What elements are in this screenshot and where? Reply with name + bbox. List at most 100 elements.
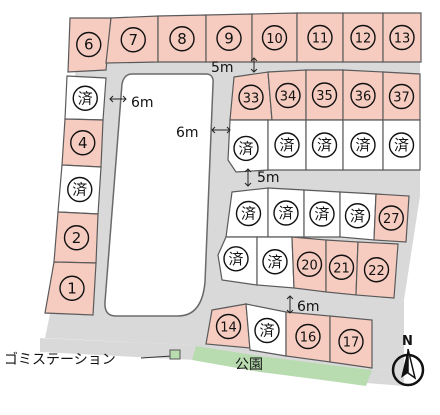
middle-road-arrow-icon [211, 126, 231, 134]
lot-number-circle [363, 257, 390, 283]
lot-label: 21 [333, 261, 350, 276]
lot-r1-34: 34 [267, 69, 307, 121]
lot-label: 11 [312, 32, 329, 47]
lot-number-circle [215, 313, 242, 340]
lot-number-circle [350, 132, 376, 158]
lot-parcel [217, 236, 258, 286]
lot-label: 27 [383, 212, 400, 227]
bottom-road-arrow-icon [286, 295, 294, 314]
lot-number-circle [388, 132, 415, 158]
lot-label: 済 [72, 181, 87, 199]
lot-r3-27: 27 [373, 193, 410, 243]
lot-left-4: 4 [61, 118, 104, 168]
lot-number-circle [76, 31, 102, 58]
lot-label: 34 [280, 90, 297, 105]
lot-left-a: 済 [64, 75, 107, 121]
lot-top-10: 10 [251, 12, 298, 63]
lot-label: 済 [238, 139, 253, 157]
lot-number-circle [296, 251, 323, 277]
lot-number-circle [169, 26, 195, 52]
lot-number-circle [344, 203, 371, 229]
bottom-road-width-label: 6m [297, 299, 320, 315]
lot-number-circle [262, 249, 288, 275]
lot-r4-22: 22 [355, 241, 399, 299]
lot-label: 済 [259, 322, 274, 340]
lot-label: 36 [355, 90, 372, 105]
lot-label: 12 [355, 32, 372, 47]
lot-number-circle [223, 246, 249, 272]
lot-label: 7 [128, 31, 138, 49]
lot-r4-20: 20 [291, 236, 327, 293]
lot-r3-b: 済 [267, 187, 305, 238]
north-arrow-icon [391, 348, 425, 387]
lot-r3-c: 済 [303, 189, 341, 238]
lot-r2-b: 済 [267, 119, 307, 171]
lot-number-circle [67, 176, 93, 203]
lot-label: 済 [278, 204, 293, 222]
lot-number-circle [378, 205, 404, 231]
lot-parcel [329, 315, 373, 369]
lot-number-circle [120, 27, 146, 53]
lot-b-a: 済 [245, 303, 287, 357]
lot-number-circle [309, 201, 335, 227]
garbage-station-label: ゴミステーション [4, 351, 116, 368]
lot-label: 37 [393, 91, 410, 106]
lot-label: 済 [228, 250, 243, 268]
lot-number-circle [63, 225, 90, 251]
lot-number-circle [295, 323, 321, 350]
park-area [192, 346, 372, 386]
lot-label: 4 [78, 134, 88, 152]
center-road-arrow-icon [244, 168, 252, 187]
lot-number-circle [350, 82, 376, 109]
lot-top-6: 6 [67, 17, 112, 73]
lot-top-13: 13 [382, 12, 422, 63]
lot-b-16: 16 [285, 311, 331, 363]
lot-label: 済 [314, 205, 329, 223]
lot-parcel [67, 17, 112, 73]
lot-label: 2 [72, 229, 82, 247]
lot-parcel [373, 193, 410, 243]
lot-label: 14 [220, 321, 237, 336]
lot-label: 済 [241, 205, 256, 223]
compass: N [391, 334, 425, 387]
lot-left-b: 済 [57, 164, 102, 215]
lot-number-circle [275, 82, 301, 109]
lot-label: 済 [279, 136, 294, 154]
lot-top-8: 8 [157, 14, 207, 63]
lot-b-17: 17 [329, 315, 373, 369]
lot-label: 8 [177, 30, 187, 48]
lot-top-11: 11 [296, 12, 344, 63]
lot-label: 済 [267, 253, 282, 271]
lot-r2-a: 済 [227, 119, 269, 173]
lot-number-circle [338, 328, 364, 355]
lot-label: 9 [224, 29, 234, 47]
lot-number-circle [216, 25, 242, 51]
lot-label: 35 [316, 89, 333, 104]
lot-number-circle [328, 254, 355, 280]
lot-number-circle [274, 132, 300, 158]
lot-r2-d: 済 [342, 119, 384, 171]
lot-number-circle [233, 135, 259, 162]
central-open-block [104, 73, 214, 317]
lot-number-circle [254, 317, 280, 344]
lot-parcel [355, 241, 399, 299]
lot-r4-21: 21 [325, 239, 359, 296]
road-labels: 5m 6m 6m 5m 6m [109, 57, 320, 315]
lot-top-12: 12 [342, 12, 384, 63]
lot-r3-d: 済 [339, 191, 377, 241]
lot-label: 済 [350, 207, 365, 225]
lot-parcel [382, 119, 421, 171]
lot-r4-a: 済 [217, 236, 258, 286]
lot-number-circle [350, 24, 376, 51]
center-road-width-label: 5m [257, 170, 280, 186]
lot-label: 16 [300, 331, 317, 346]
lot-label: 済 [355, 136, 370, 154]
lot-r1-35: 35 [305, 69, 344, 121]
lot-number-circle [311, 82, 338, 108]
compass-north-label: N [402, 334, 413, 349]
lot-number-circle [59, 275, 85, 301]
lot-label: 17 [343, 336, 360, 351]
garbage-station-leader-icon [140, 349, 181, 360]
lot-top-9: 9 [205, 13, 253, 63]
lot-number-circle [238, 84, 264, 110]
